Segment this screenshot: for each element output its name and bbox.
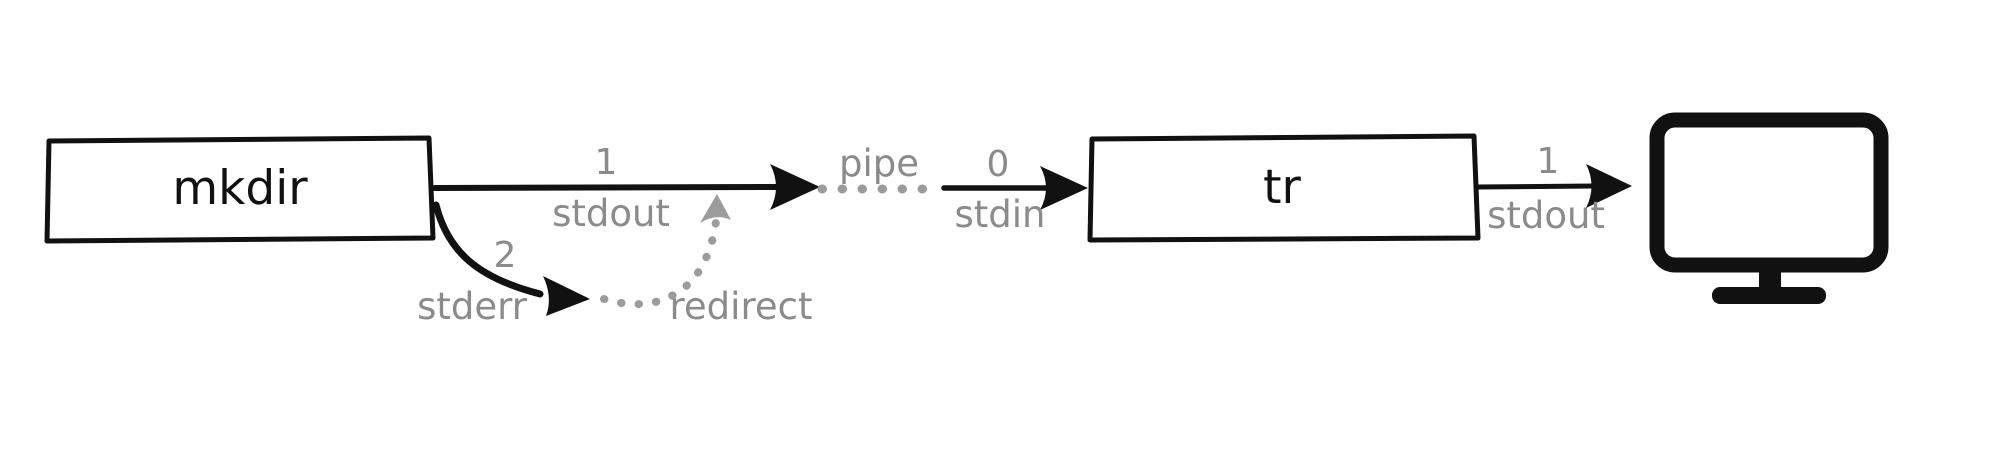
monitor-stand: [1759, 264, 1781, 294]
edge-tr-stdout: 1 stdout: [1475, 141, 1632, 237]
stdin-fd-label: 0: [987, 144, 1010, 185]
stderr-stream-label: stderr: [417, 285, 528, 328]
tr-label: tr: [1263, 160, 1301, 215]
edge-mkdir-stderr: 2 stderr: [417, 201, 590, 328]
stderr-arrow-curve: [432, 201, 544, 298]
pipe-label: pipe: [839, 142, 919, 185]
redirect-label: redirect: [670, 285, 813, 328]
monitor-screen: [1649, 112, 1889, 273]
stderr-arrowhead-icon: [543, 276, 590, 316]
stdin-stream-label: stdin: [954, 193, 1045, 236]
redirect-dotted-curve: [600, 206, 721, 309]
edge-mkdir-stdout: 1 stdout: [432, 142, 820, 235]
edge-redirect: redirect: [600, 194, 813, 328]
mkdir-label: mkdir: [172, 161, 308, 216]
node-tr: tr: [1087, 133, 1481, 243]
tr-stdout-fd-label: 1: [1537, 141, 1560, 182]
stdout-arrowhead-icon: [770, 164, 820, 210]
stdout-arrow-line: [432, 184, 785, 191]
tr-box: [1087, 133, 1481, 243]
stdout-fd-label: 1: [595, 142, 618, 183]
tr-stdout-stream-label: stdout: [1487, 194, 1605, 237]
stdin-arrowhead-icon: [1040, 166, 1088, 210]
tr-stdout-arrow-line: [1475, 183, 1597, 190]
edge-tr-stdin: 0 stdin: [941, 144, 1088, 236]
tr-stdout-arrowhead-icon: [1586, 164, 1632, 208]
monitor-base: [1712, 287, 1826, 304]
edge-pipe: pipe: [817, 142, 941, 194]
mkdir-box: [44, 135, 436, 244]
redirect-arrowhead-icon: [700, 194, 731, 223]
stdout-stream-label: stdout: [552, 192, 670, 235]
stderr-fd-label: 2: [494, 235, 517, 276]
node-mkdir: mkdir: [44, 135, 436, 244]
monitor-icon: [1649, 112, 1889, 304]
